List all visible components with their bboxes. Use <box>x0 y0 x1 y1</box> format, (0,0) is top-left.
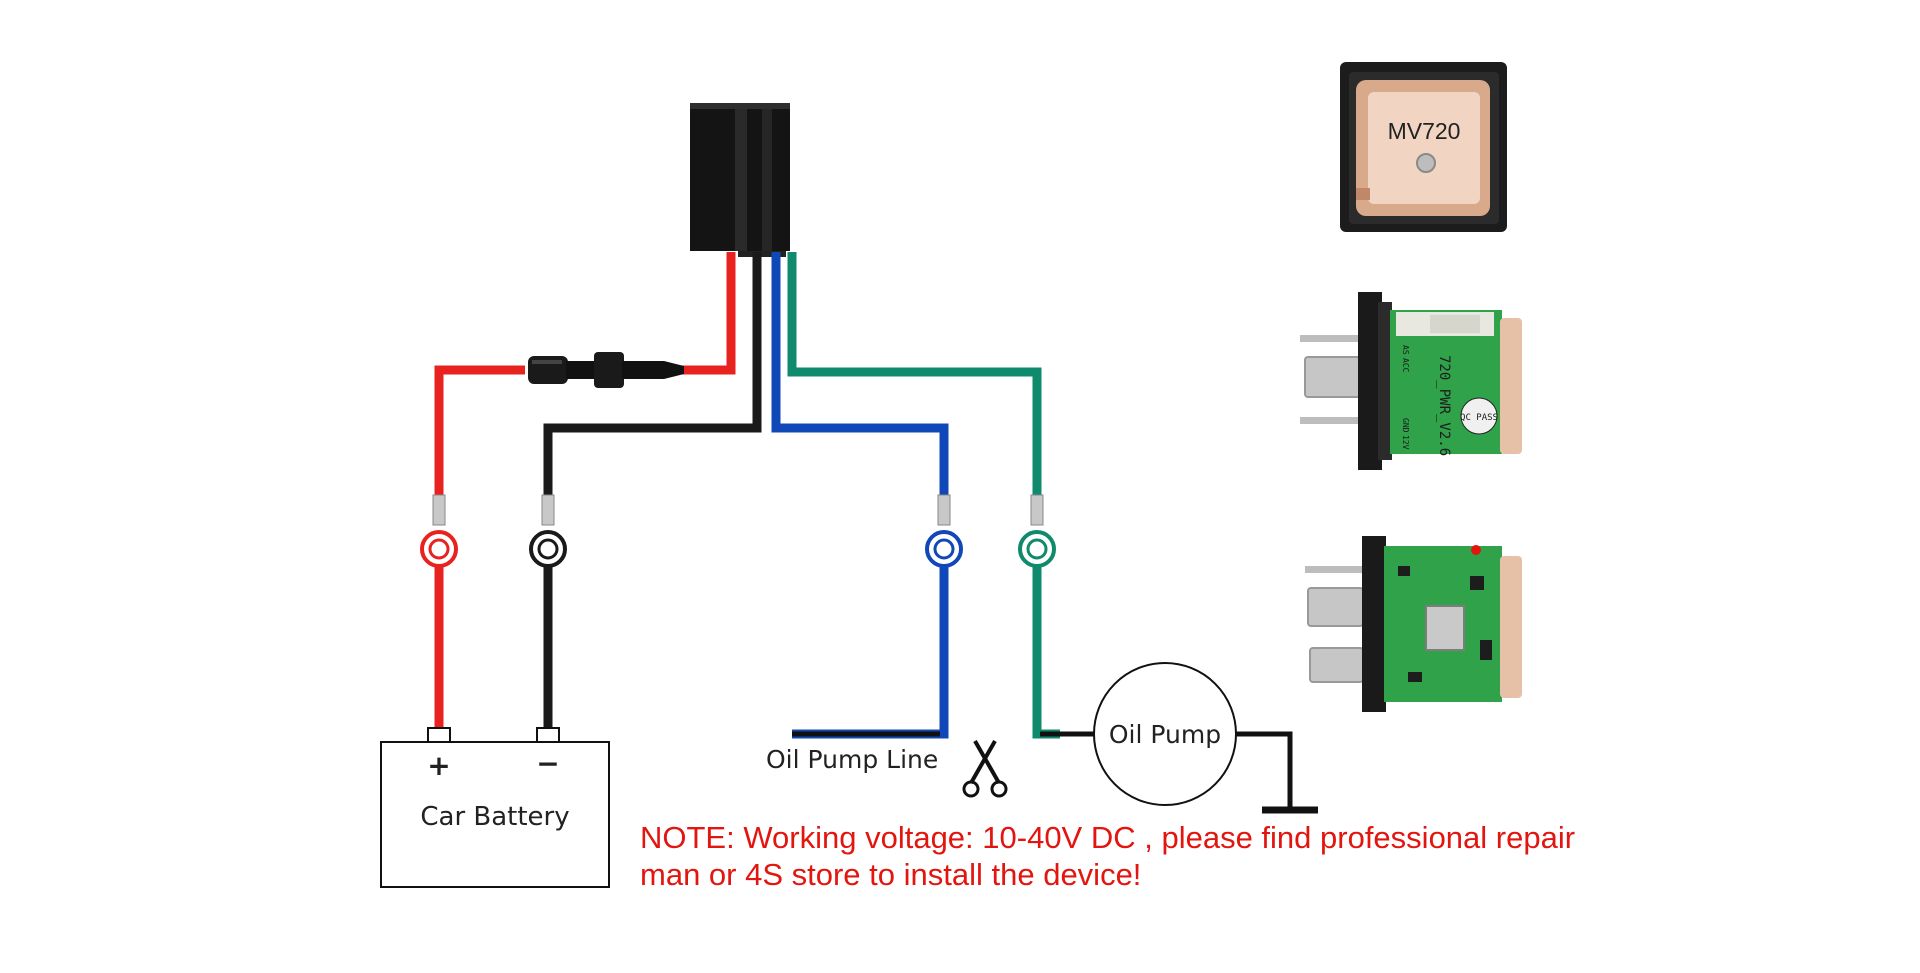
pin-acc-label: ACC <box>1401 358 1410 373</box>
oil-pump: Oil Pump <box>1093 662 1237 806</box>
blue-wire <box>771 252 949 497</box>
gps-tracker-device <box>690 103 790 257</box>
red-wire <box>680 252 736 375</box>
product-photo-antenna: MV720 <box>1340 62 1507 232</box>
antenna-model-label: MV720 <box>1388 118 1461 144</box>
car-battery: + − Car Battery <box>380 727 610 888</box>
battery-plus-label: + <box>427 749 450 782</box>
oil-pump-line-label: Oil Pump Line <box>766 745 938 774</box>
battery-minus-label: − <box>536 747 559 780</box>
ring-terminal-blue <box>925 494 963 568</box>
ring-terminal-red <box>420 494 458 568</box>
product-photo-side-pcb: QC PASS 720_PWR_V2.6 AS ACC GND 12V <box>1300 292 1522 470</box>
red-wire-battery-side <box>434 365 525 497</box>
pcb-version-label: 720_PWR_V2.6 <box>1436 355 1452 456</box>
ring-terminal-black <box>529 494 567 568</box>
black-wire <box>543 252 762 497</box>
installation-note-line1: NOTE: Working voltage: 10-40V DC , pleas… <box>640 820 1575 855</box>
car-battery-label: Car Battery <box>420 802 569 832</box>
pin-12v-label: 12V <box>1401 435 1410 450</box>
green-wire <box>787 252 1042 497</box>
oil-pump-label: Oil Pump <box>1109 720 1221 749</box>
pin-as-label: AS <box>1401 345 1410 355</box>
installation-note-line2: man or 4S store to install the device! <box>640 857 1141 892</box>
ground-wire <box>1236 731 1293 808</box>
product-photo-sim-pcb <box>1305 536 1522 712</box>
ring-terminal-green <box>1018 494 1056 568</box>
fuse-holder-icon <box>528 352 684 388</box>
scissors-icon <box>962 740 1008 798</box>
qc-pass-label: QC PASS <box>1460 413 1498 423</box>
pin-gnd-label: GND <box>1401 418 1410 433</box>
